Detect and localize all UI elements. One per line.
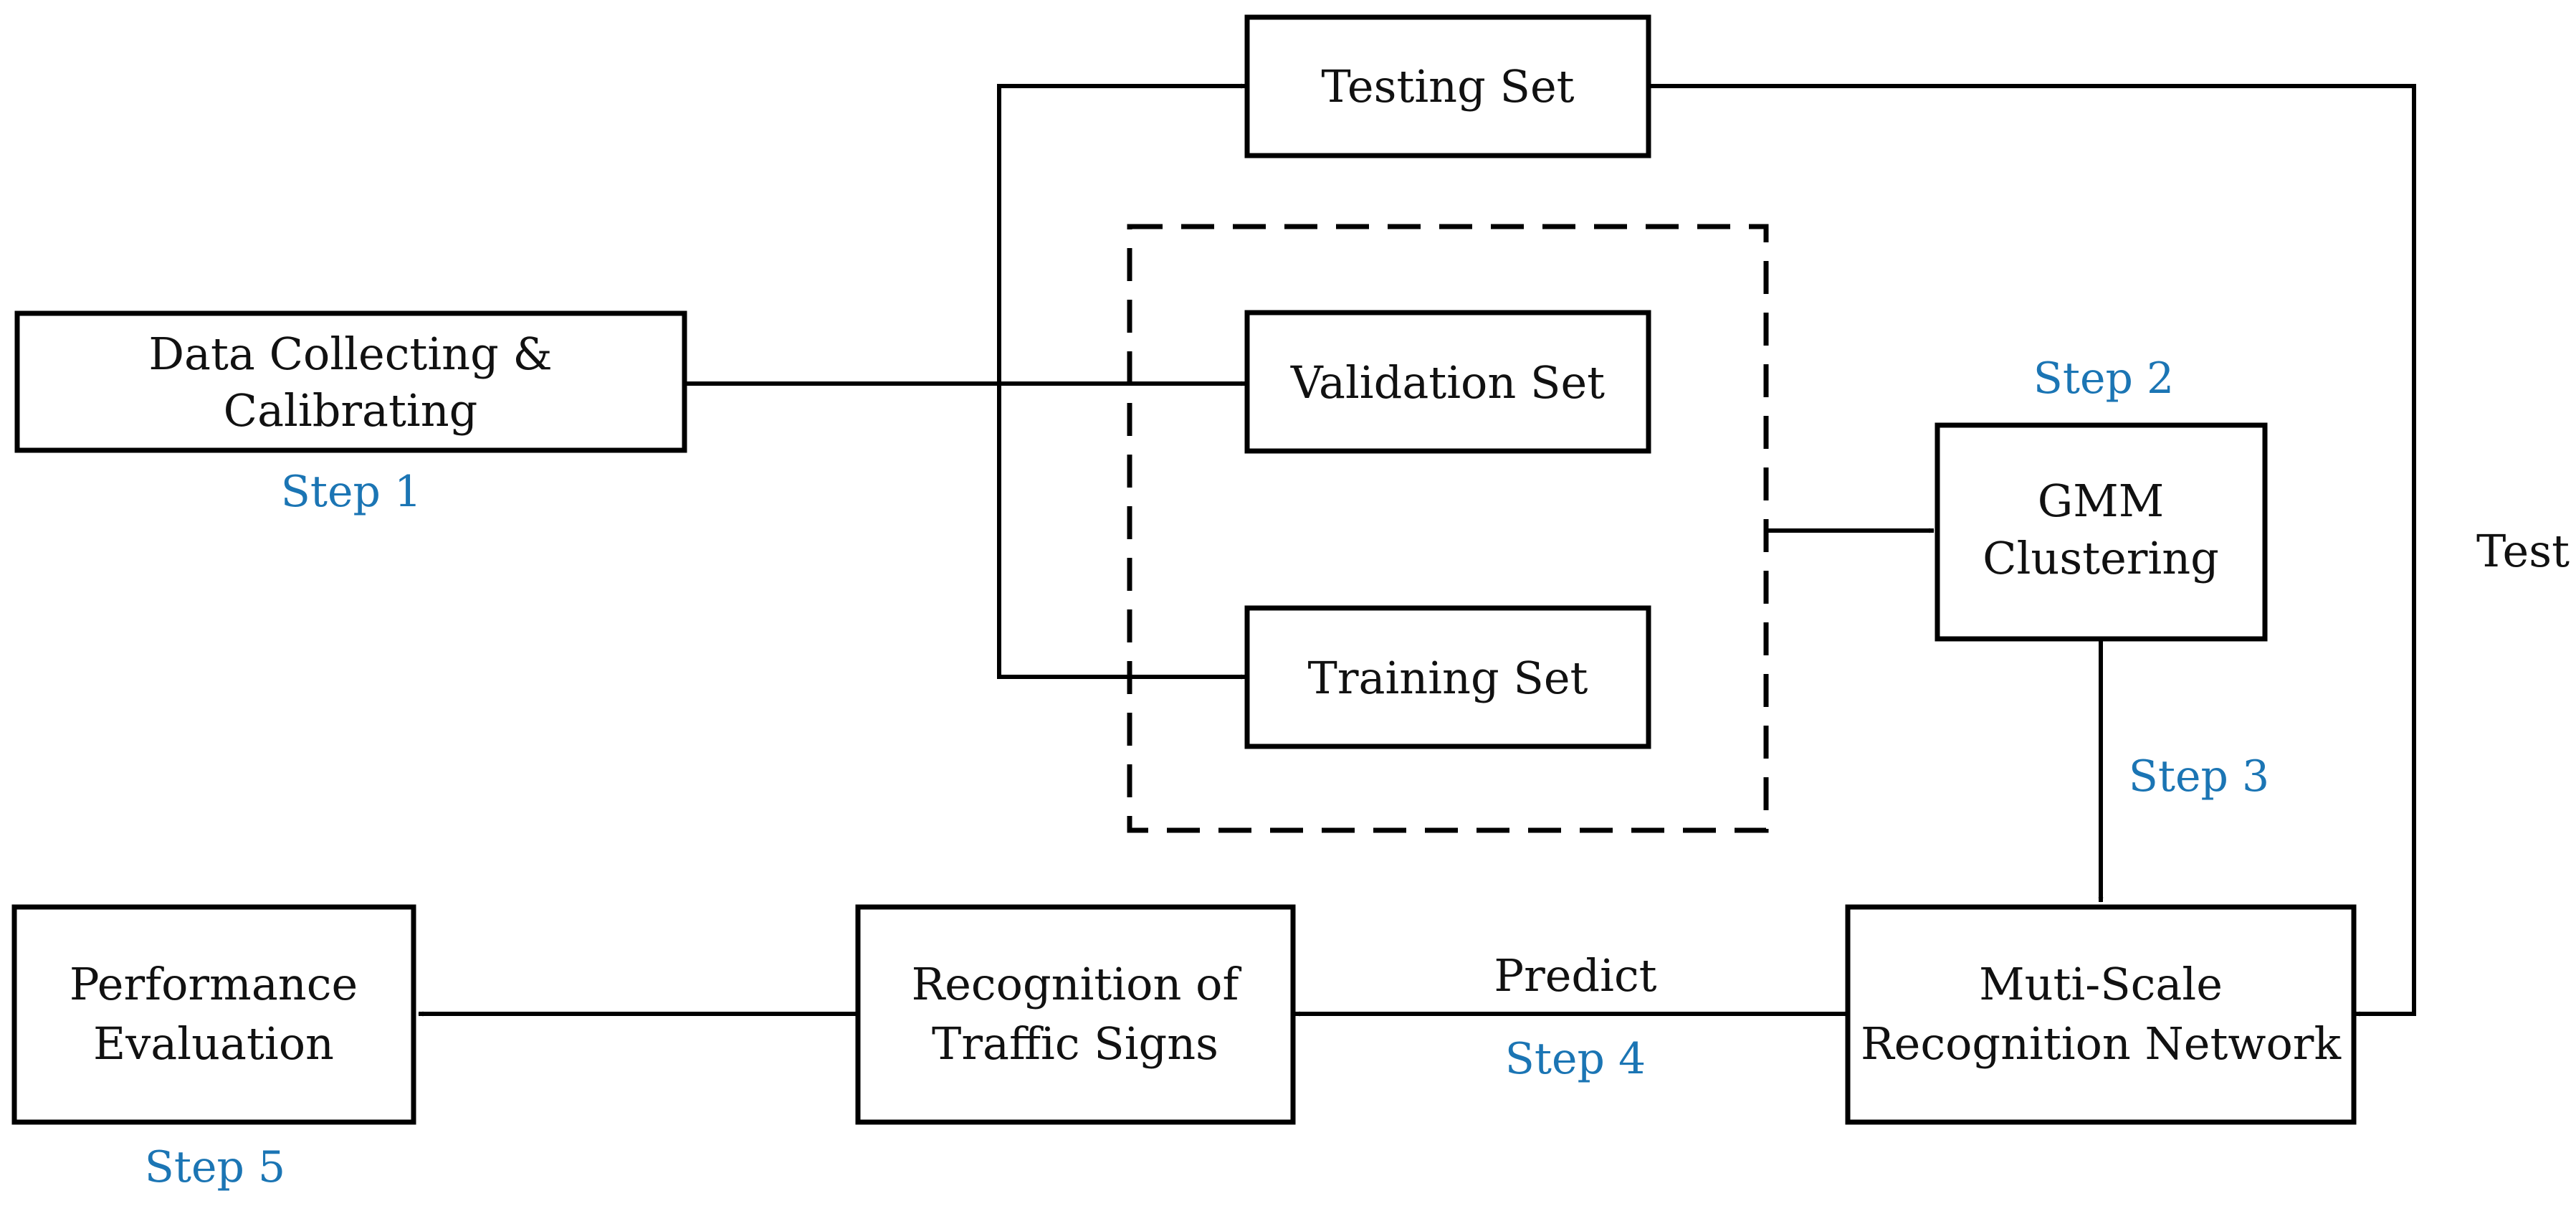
edge-testing-to-network bbox=[1649, 84, 2416, 1017]
network-line1: Muti-Scale bbox=[1979, 958, 2223, 1010]
step-5-label: Step 5 bbox=[145, 1142, 285, 1192]
step-3-label: Step 3 bbox=[2129, 751, 2269, 802]
gmm-line1: GMM bbox=[2038, 475, 2165, 527]
testing-set-box: Testing Set bbox=[1244, 14, 1651, 158]
training-set-label: Training Set bbox=[1308, 652, 1588, 704]
network-line2: Recognition Network bbox=[1861, 1017, 2341, 1070]
edge-label-test: Test bbox=[2476, 525, 2570, 577]
testing-set-label: Testing Set bbox=[1321, 60, 1574, 113]
performance-line1: Performance bbox=[70, 958, 358, 1010]
data-collecting-box: Data Collecting & Calibrating bbox=[14, 310, 687, 453]
performance-evaluation-box: Performance Evaluation bbox=[11, 904, 416, 1125]
validation-set-box: Validation Set bbox=[1244, 310, 1651, 454]
recognition-line2: Traffic Signs bbox=[932, 1017, 1218, 1070]
recognition-line1: Recognition of bbox=[912, 958, 1242, 1010]
gmm-line2: Clustering bbox=[1983, 532, 2219, 584]
connectors bbox=[418, 83, 2416, 1017]
performance-line2: Evaluation bbox=[93, 1017, 334, 1070]
data-collecting-line1: Data Collecting & bbox=[148, 328, 552, 380]
validation-set-label: Validation Set bbox=[1290, 356, 1605, 409]
gmm-clustering-box: GMM Clustering bbox=[1935, 422, 2268, 642]
recognition-traffic-signs-box: Recognition of Traffic Signs bbox=[855, 904, 1296, 1125]
edge-label-predict: Predict bbox=[1494, 949, 1656, 1002]
step-1-label: Step 1 bbox=[281, 467, 421, 517]
recognition-network-box: Muti-Scale Recognition Network bbox=[1845, 904, 2357, 1125]
data-collecting-line2: Calibrating bbox=[224, 384, 478, 437]
training-set-box: Training Set bbox=[1244, 605, 1651, 749]
step-4-label: Step 4 bbox=[1505, 1034, 1646, 1084]
step-2-label: Step 2 bbox=[2033, 353, 2174, 404]
